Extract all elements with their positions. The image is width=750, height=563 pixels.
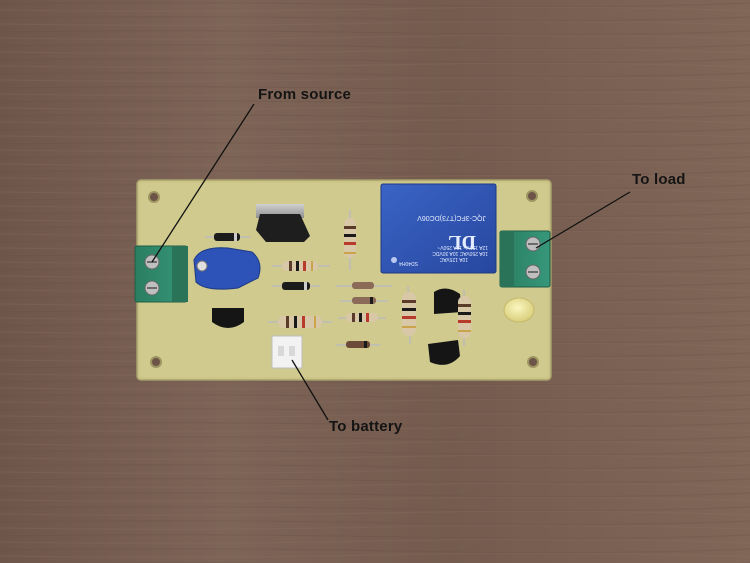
relay-rating-3: 12A 125V~ 10A 250V~ <box>437 244 488 250</box>
diode <box>340 297 388 304</box>
relay-brand: DL <box>448 231 476 253</box>
trimmer-potentiometer <box>193 247 261 290</box>
diode <box>336 341 380 348</box>
mounting-hole <box>527 356 539 368</box>
to-battery-leader-line <box>291 359 329 421</box>
relay-rating-2: 10A 125VAC <box>439 256 468 262</box>
relay: DL JQC-3FC(T73)DC06V 10A 250VAC 10A 30VD… <box>380 183 497 274</box>
diode <box>272 282 320 290</box>
mounting-hole <box>148 191 160 203</box>
from-source-label: From source <box>258 86 352 103</box>
to-battery-label: To battery <box>329 418 403 435</box>
relay-rating-1: 10A 250VAC 10A 30VDC <box>432 250 488 256</box>
mounting-hole <box>150 356 162 368</box>
transistor <box>428 340 460 365</box>
input-terminal-block <box>134 245 188 303</box>
transistor <box>212 308 244 328</box>
output-terminal-block <box>499 230 551 288</box>
resistor <box>458 290 471 346</box>
relay-cert: SD40H4 <box>399 260 418 266</box>
battery-connector <box>271 335 303 369</box>
resistor <box>338 313 386 322</box>
resistor <box>272 261 330 271</box>
diode <box>205 233 250 241</box>
resistor <box>402 285 416 345</box>
transistor <box>434 288 462 314</box>
from-source-leader-line <box>151 103 255 263</box>
diode <box>336 282 392 289</box>
resistor <box>268 316 332 328</box>
resistor <box>344 210 356 270</box>
to-load-leader-line <box>535 191 631 249</box>
led <box>503 297 535 323</box>
voltage-regulator <box>256 204 310 242</box>
relay-model: JQC-3FC(T73)DC06V <box>417 214 486 221</box>
to-load-label: To load <box>632 171 686 188</box>
mounting-hole <box>526 190 538 202</box>
